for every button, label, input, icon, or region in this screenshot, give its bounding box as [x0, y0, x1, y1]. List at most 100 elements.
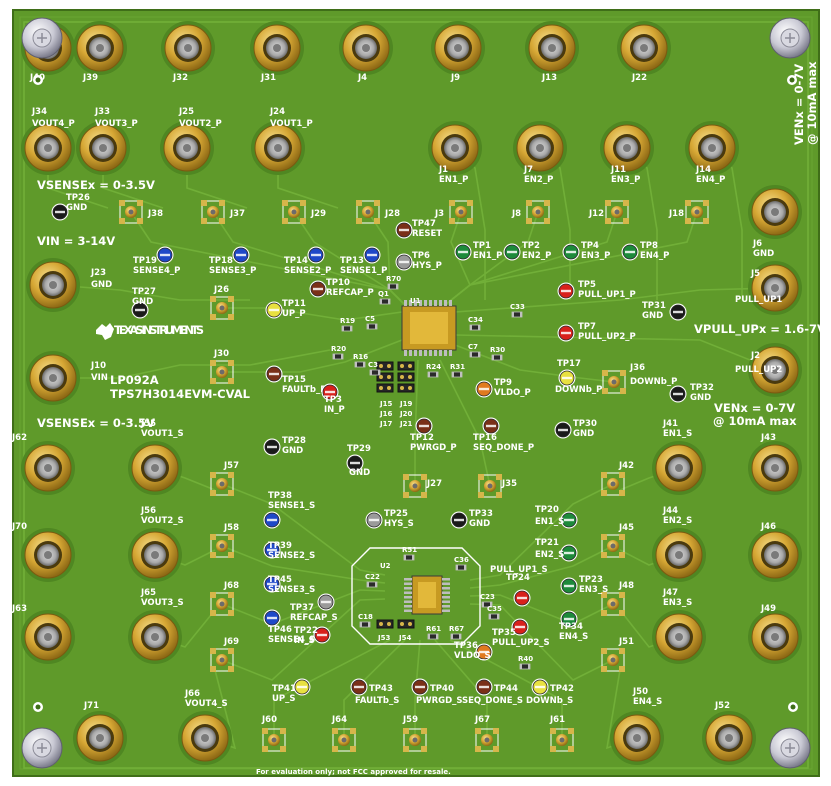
sma-j18[interactable]: J18: [668, 200, 709, 224]
sma-j64[interactable]: J64: [331, 715, 356, 752]
jack-j49[interactable]: J49: [748, 604, 802, 664]
jack-j70[interactable]: J70: [11, 522, 75, 582]
jumper-block-3[interactable]: [376, 372, 394, 382]
jack-j9[interactable]: J9: [431, 21, 485, 83]
jack-j71[interactable]: J71: [73, 701, 127, 765]
jack-j52[interactable]: J52: [702, 701, 756, 765]
jack-j39[interactable]: J39: [73, 21, 127, 83]
jumper-block-6[interactable]: [397, 383, 415, 393]
sma-j35[interactable]: J35: [478, 474, 517, 498]
jack-j22[interactable]: J22: [617, 21, 671, 83]
sma-j58[interactable]: J58: [210, 523, 239, 558]
jack-j63[interactable]: J63: [11, 604, 75, 664]
sma-j3[interactable]: J3: [434, 200, 473, 224]
jack-j62[interactable]: J62: [11, 433, 75, 495]
sma-j57[interactable]: J57: [210, 461, 239, 496]
sma-j48[interactable]: J48: [601, 581, 634, 616]
sma-j29[interactable]: J29: [282, 200, 326, 224]
sma-j38[interactable]: J38: [119, 200, 163, 224]
sma-j12[interactable]: J12: [588, 200, 629, 224]
sma-j69[interactable]: J69: [210, 637, 239, 672]
jack-j32[interactable]: J32: [161, 21, 215, 83]
sma-j45[interactable]: J45: [601, 523, 634, 558]
jack-j4[interactable]: J4: [339, 21, 393, 83]
jack-j31[interactable]: J31: [250, 21, 304, 83]
sma-j61[interactable]: J61: [549, 715, 574, 752]
jack-j43[interactable]: J43: [748, 433, 802, 495]
sma-j8[interactable]: J8: [511, 200, 550, 224]
sma-j68[interactable]: J68: [210, 581, 239, 616]
sma-j28[interactable]: J28: [356, 200, 400, 224]
jumper-block-5[interactable]: [376, 383, 394, 393]
jumper-block-4[interactable]: [397, 372, 415, 382]
sma-j59[interactable]: J59: [402, 715, 427, 752]
sma-j30[interactable]: J30: [210, 349, 234, 384]
sma-j51[interactable]: J51: [601, 637, 634, 672]
jumper-j53[interactable]: [376, 619, 394, 629]
jack-j46[interactable]: J46: [748, 522, 802, 582]
sma-j27[interactable]: J27: [403, 474, 442, 498]
jumper-j54[interactable]: [397, 619, 415, 629]
sma-j42[interactable]: J42: [601, 461, 634, 496]
